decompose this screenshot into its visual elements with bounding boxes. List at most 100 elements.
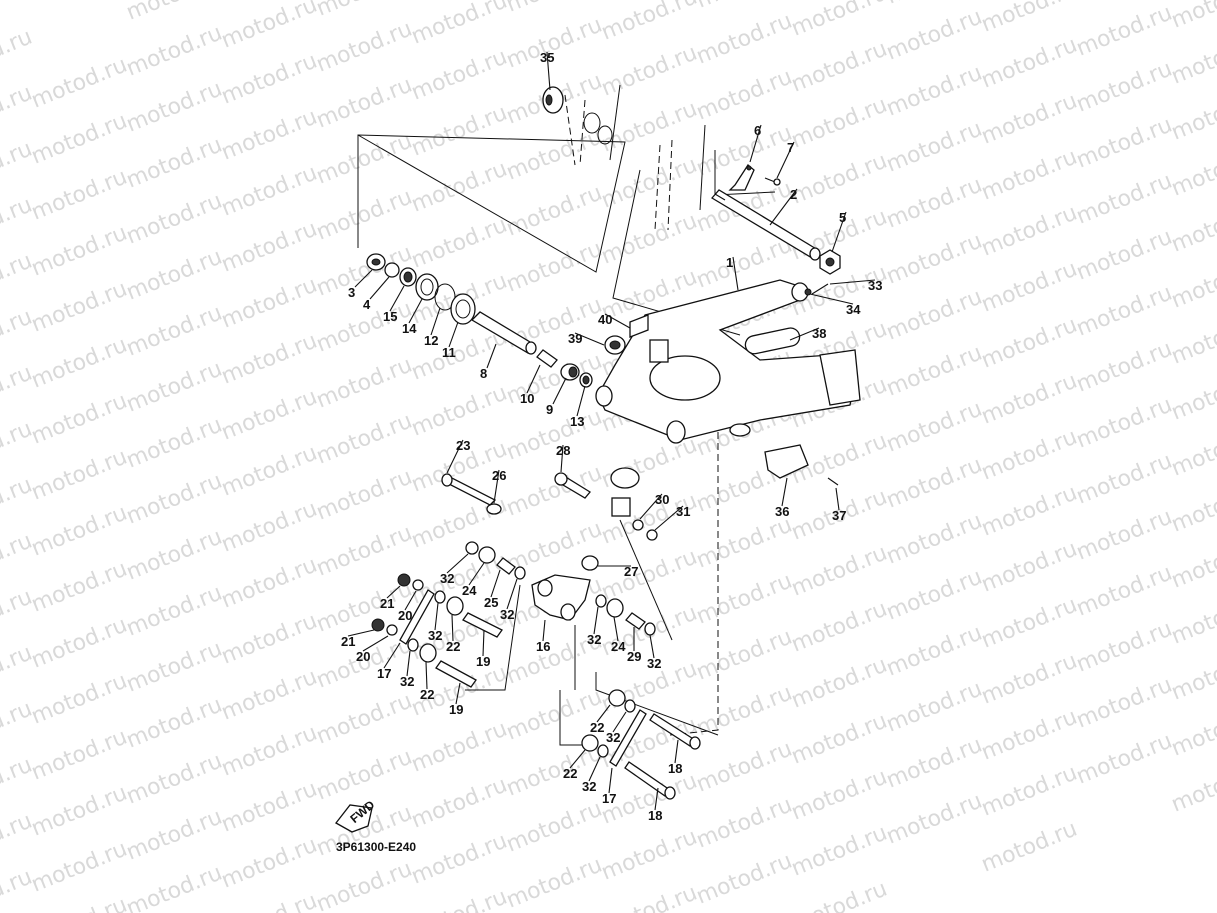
callout-label-20b[interactable]: 20 bbox=[356, 649, 370, 664]
part-26-collar[interactable] bbox=[486, 503, 502, 515]
callout-label-33[interactable]: 33 bbox=[868, 278, 882, 293]
part-29-collar[interactable] bbox=[625, 612, 646, 630]
callout-label-22b[interactable]: 22 bbox=[420, 687, 434, 702]
part-27-nut[interactable] bbox=[581, 555, 599, 571]
part-6-bracket[interactable] bbox=[728, 164, 755, 191]
callout-label-40[interactable]: 40 bbox=[598, 312, 612, 327]
part-32-oil-seal-d[interactable] bbox=[407, 638, 419, 652]
callout-label-32h[interactable]: 32 bbox=[582, 779, 596, 794]
part-34-washer[interactable] bbox=[804, 288, 812, 296]
callout-label-19a[interactable]: 19 bbox=[476, 654, 490, 669]
part-24-bearing-a[interactable] bbox=[478, 546, 496, 564]
part-13-oil-seal[interactable] bbox=[579, 372, 593, 388]
callout-label-21a[interactable]: 21 bbox=[380, 596, 394, 611]
part-10-spacer[interactable] bbox=[536, 349, 558, 368]
callout-label-25[interactable]: 25 bbox=[484, 595, 498, 610]
callout-label-4[interactable]: 4 bbox=[363, 297, 371, 312]
callout-label-5[interactable]: 5 bbox=[839, 210, 846, 225]
part-1-rear-arm[interactable] bbox=[595, 279, 861, 444]
part-20-washer-a[interactable] bbox=[412, 579, 424, 591]
part-20-washer-b[interactable] bbox=[386, 624, 398, 636]
callout-label-28[interactable]: 28 bbox=[556, 443, 570, 458]
callout-label-22a[interactable]: 22 bbox=[446, 639, 460, 654]
callout-label-32d[interactable]: 32 bbox=[400, 674, 414, 689]
callout-label-22d[interactable]: 22 bbox=[563, 766, 577, 781]
callout-label-9[interactable]: 9 bbox=[546, 402, 553, 417]
callout-label-32b[interactable]: 32 bbox=[500, 607, 514, 622]
callout-label-38[interactable]: 38 bbox=[812, 326, 826, 341]
part-38-pad[interactable] bbox=[744, 326, 802, 355]
part-33-bolt[interactable] bbox=[811, 283, 829, 295]
callout-label-22c[interactable]: 22 bbox=[590, 720, 604, 735]
callout-label-13[interactable]: 13 bbox=[570, 414, 584, 429]
callout-label-30[interactable]: 30 bbox=[655, 492, 669, 507]
callout-label-7[interactable]: 7 bbox=[787, 140, 794, 155]
callout-label-32a[interactable]: 32 bbox=[440, 571, 454, 586]
part-18-bolt-b[interactable] bbox=[624, 761, 676, 800]
part-11-bearing[interactable] bbox=[450, 293, 476, 325]
callout-label-32g[interactable]: 32 bbox=[606, 730, 620, 745]
part-40-plate[interactable] bbox=[629, 314, 649, 338]
part-32-oil-seal-c[interactable] bbox=[434, 590, 446, 604]
callout-label-1[interactable]: 1 bbox=[726, 255, 733, 270]
part-2-pivot-shaft[interactable] bbox=[710, 189, 821, 261]
callout-label-14[interactable]: 14 bbox=[402, 321, 417, 336]
part-28-bolt[interactable] bbox=[554, 472, 591, 499]
part-22-bearing-b[interactable] bbox=[419, 643, 437, 663]
callout-label-29[interactable]: 29 bbox=[627, 649, 641, 664]
part-32-oil-seal-e[interactable] bbox=[595, 594, 607, 608]
part-32-oil-seal-f[interactable] bbox=[644, 622, 656, 636]
part-31-nut[interactable] bbox=[646, 529, 658, 541]
part-37-screw[interactable] bbox=[827, 477, 839, 486]
callout-label-32e[interactable]: 32 bbox=[587, 632, 601, 647]
callout-label-24b[interactable]: 24 bbox=[611, 639, 626, 654]
callout-label-24a[interactable]: 24 bbox=[462, 583, 477, 598]
part-8-collar[interactable] bbox=[470, 311, 537, 355]
callout-label-6[interactable]: 6 bbox=[754, 123, 761, 138]
callout-label-15[interactable]: 15 bbox=[383, 309, 397, 324]
part-17-connecting-rod-b[interactable] bbox=[609, 709, 647, 767]
callout-label-17a[interactable]: 17 bbox=[377, 666, 391, 681]
part-24-bearing-b[interactable] bbox=[606, 598, 624, 618]
callout-label-12[interactable]: 12 bbox=[424, 333, 438, 348]
callout-label-35[interactable]: 35 bbox=[540, 50, 554, 65]
part-30-washer[interactable] bbox=[632, 519, 644, 531]
part-17-connecting-rod-a[interactable] bbox=[399, 589, 435, 645]
part-19-collar-a[interactable] bbox=[462, 612, 503, 638]
part-21-nut-a[interactable] bbox=[397, 573, 411, 587]
part-23-bolt[interactable] bbox=[441, 473, 497, 506]
callout-label-27[interactable]: 27 bbox=[624, 564, 638, 579]
callout-label-36[interactable]: 36 bbox=[775, 504, 789, 519]
callout-label-39[interactable]: 39 bbox=[568, 331, 582, 346]
part-35-cap[interactable] bbox=[542, 86, 613, 145]
callout-label-20a[interactable]: 20 bbox=[398, 608, 412, 623]
callout-label-31[interactable]: 31 bbox=[676, 504, 690, 519]
callout-label-16[interactable]: 16 bbox=[536, 639, 550, 654]
part-9-bearing[interactable] bbox=[560, 363, 580, 381]
callout-label-8[interactable]: 8 bbox=[480, 366, 487, 381]
callout-label-32c[interactable]: 32 bbox=[428, 628, 442, 643]
callout-label-3[interactable]: 3 bbox=[348, 285, 355, 300]
callout-label-17b[interactable]: 17 bbox=[602, 791, 616, 806]
callout-label-18a[interactable]: 18 bbox=[668, 761, 682, 776]
part-36-cover[interactable] bbox=[764, 444, 809, 479]
part-25-collar[interactable] bbox=[496, 557, 516, 575]
part-19-collar-b[interactable] bbox=[435, 660, 477, 688]
part-22-bearing-a[interactable] bbox=[446, 596, 464, 616]
part-22-bearing-c[interactable] bbox=[608, 689, 626, 707]
part-15-collar[interactable] bbox=[399, 267, 417, 287]
callout-label-23[interactable]: 23 bbox=[456, 438, 470, 453]
part-16-relay-arm[interactable] bbox=[531, 574, 591, 621]
callout-label-10[interactable]: 10 bbox=[520, 391, 534, 406]
part-4-washer[interactable] bbox=[384, 262, 400, 278]
callout-label-19b[interactable]: 19 bbox=[449, 702, 463, 717]
part-21-nut-b[interactable] bbox=[371, 618, 385, 632]
callout-label-21b[interactable]: 21 bbox=[341, 634, 355, 649]
callout-label-37[interactable]: 37 bbox=[832, 508, 846, 523]
part-32-oil-seal-g[interactable] bbox=[624, 699, 636, 713]
part-5-nut[interactable] bbox=[819, 249, 841, 275]
callout-label-11[interactable]: 11 bbox=[442, 345, 456, 360]
callout-label-18b[interactable]: 18 bbox=[648, 808, 662, 823]
part-18-bolt-a[interactable] bbox=[649, 713, 701, 750]
part-32-oil-seal-h[interactable] bbox=[597, 744, 609, 758]
